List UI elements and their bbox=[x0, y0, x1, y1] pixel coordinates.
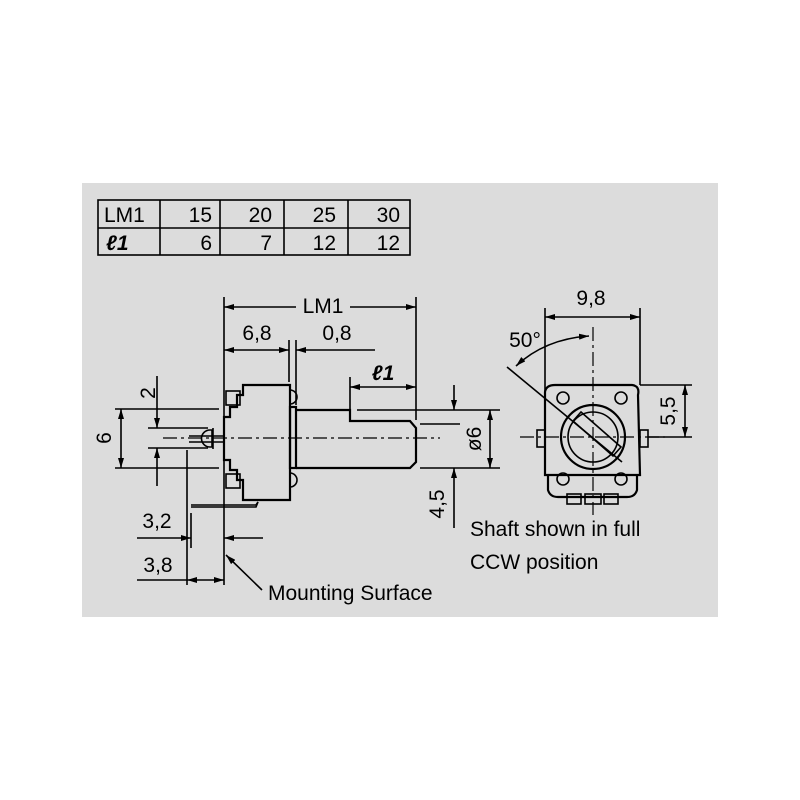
front-view: 9,8 50° 5,5 Shaft shown in full CCW posi… bbox=[470, 287, 692, 574]
lm1-label: LM1 bbox=[303, 295, 344, 318]
drawing-panel bbox=[82, 183, 718, 617]
table-cell: 15 bbox=[189, 204, 212, 227]
table-row-label: LM1 bbox=[104, 204, 145, 227]
table-cell: 20 bbox=[249, 204, 272, 227]
table-cell: 7 bbox=[260, 232, 272, 255]
dim-3-2: 3,2 bbox=[142, 510, 171, 533]
dim-6: 6 bbox=[93, 432, 116, 444]
dim-diameter-6: ø6 bbox=[463, 427, 486, 452]
dim-0-8: 0,8 bbox=[322, 322, 351, 345]
dim-4-5: 4,5 bbox=[426, 489, 449, 518]
table-cell: 25 bbox=[313, 204, 336, 227]
dim-2: 2 bbox=[137, 387, 160, 399]
dim-3-8: 3,8 bbox=[143, 554, 172, 577]
dim-5-5: 5,5 bbox=[657, 396, 680, 425]
table-cell: 6 bbox=[200, 232, 212, 255]
dimension-table: LM1 15 20 25 30 ℓ1 6 7 12 12 bbox=[97, 199, 411, 256]
table-row-label: ℓ1 bbox=[106, 232, 129, 255]
table-cell: 12 bbox=[377, 232, 400, 255]
note-line-2: CCW position bbox=[470, 551, 598, 574]
table-cell: 30 bbox=[377, 204, 400, 227]
table-cell: 12 bbox=[313, 232, 336, 255]
angle-50: 50° bbox=[509, 329, 541, 352]
mounting-surface-label: Mounting Surface bbox=[268, 582, 433, 605]
side-view: LM1 6,8 0,8 ℓ1 6 2 bbox=[93, 295, 500, 605]
dim-6-8: 6,8 bbox=[242, 322, 271, 345]
dim-9-8: 9,8 bbox=[576, 287, 605, 310]
dim-l1: ℓ1 bbox=[372, 362, 395, 385]
note-line-1: Shaft shown in full bbox=[470, 518, 640, 541]
